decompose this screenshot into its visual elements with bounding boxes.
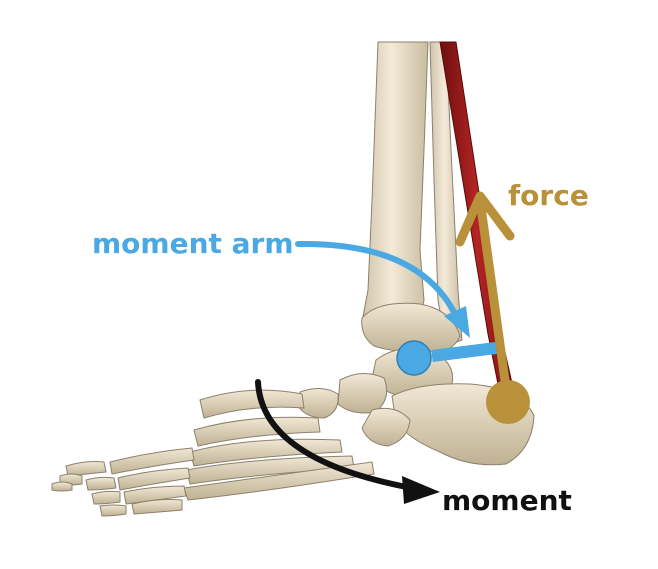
tibia-bone [361,41,429,339]
moment-arm-label: moment arm [92,227,294,260]
navicular-bone [337,373,388,414]
cuboid-bone [361,407,411,447]
force-arrow [455,191,530,424]
moment-label: moment [442,484,572,517]
cuneiform-bone [297,388,339,419]
force-application-point [486,380,530,424]
metatarsal-bones [183,389,375,501]
moment-arm-indicator [295,240,497,376]
joint-center-point [396,340,432,376]
moment-arrow [255,379,440,504]
force-label: force [508,179,589,212]
phalanx-bones [51,447,195,517]
